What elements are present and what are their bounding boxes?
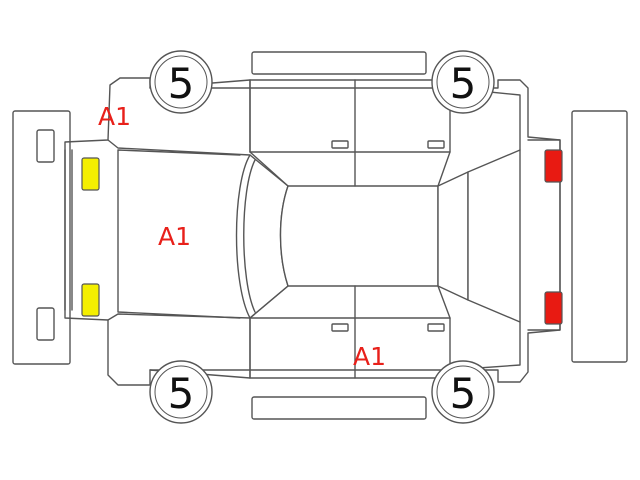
roof	[279, 185, 439, 287]
rear-panel	[527, 139, 561, 331]
tire-rear-right-value: 5	[450, 369, 477, 418]
rear-left-door-handle	[427, 140, 445, 149]
rear-right-door-handle	[427, 323, 445, 332]
hood-top-edge	[107, 139, 251, 156]
doors-top	[249, 79, 451, 187]
taillight-lower	[544, 291, 563, 325]
tire-rear-right: 5	[431, 360, 495, 424]
right-side-skirt	[251, 396, 427, 420]
left-side-skirt	[251, 51, 427, 75]
rear-window	[437, 171, 469, 301]
tire-front-right: 5	[149, 360, 213, 424]
rear-left-door	[354, 79, 451, 153]
damage-mark-hood: A1	[158, 222, 191, 251]
door-pillars-bottom	[249, 285, 451, 319]
windshield-inner	[243, 159, 256, 313]
headlight-lower	[81, 283, 100, 317]
front-tow-hook-upper	[36, 129, 55, 163]
taillight-upper	[544, 149, 563, 183]
headlight-upper	[81, 157, 100, 191]
tire-front-left-value: 5	[168, 59, 195, 108]
trunk-lid	[467, 149, 521, 323]
tire-rear-left-value: 5	[450, 59, 477, 108]
front-right-door-handle	[331, 323, 349, 332]
door-pillars-top	[249, 151, 451, 187]
front-left-door-handle	[331, 140, 349, 149]
front-tow-hook-lower	[36, 307, 55, 341]
damage-mark-bottom-door: A1	[353, 342, 386, 371]
tire-front-left: 5	[149, 50, 213, 114]
rear-bumper	[571, 110, 628, 363]
doors-bottom	[249, 285, 451, 379]
tire-front-right-value: 5	[168, 369, 195, 418]
hood	[117, 149, 241, 319]
rear-right-door	[354, 317, 451, 379]
damage-mark-top-left: A1	[98, 102, 131, 131]
grille	[64, 149, 73, 311]
tire-rear-left: 5	[431, 50, 495, 114]
front-bumper	[12, 110, 71, 365]
